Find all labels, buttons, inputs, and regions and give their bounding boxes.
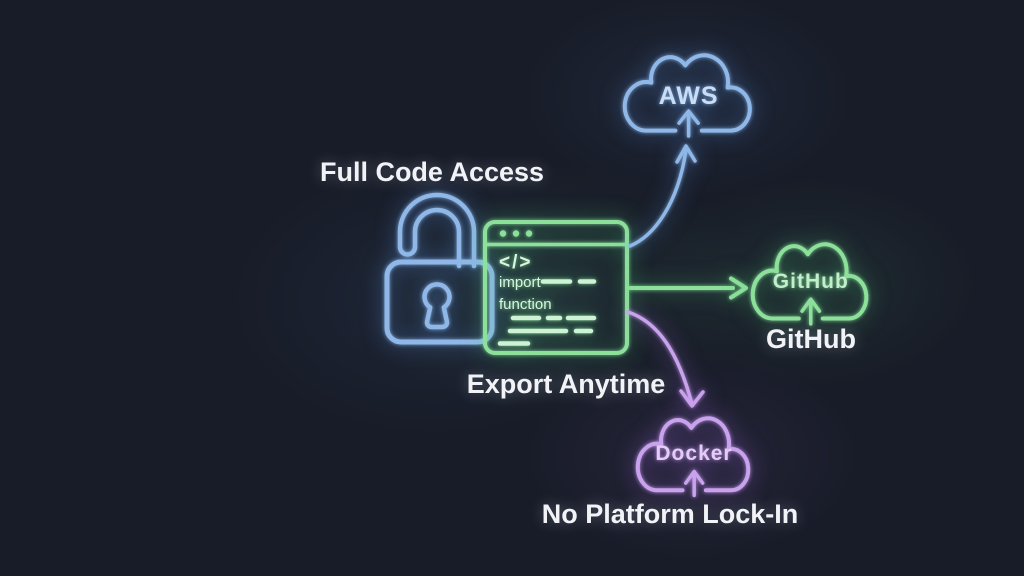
arrow-to-docker <box>626 310 705 408</box>
padlock-body <box>384 259 495 345</box>
docker-cloud-label: Docker <box>655 442 732 465</box>
github-label: GitHub <box>766 324 856 354</box>
export-anytime-label: Export Anytime <box>467 369 666 399</box>
docker-cloud-icon: Docker <box>638 418 748 495</box>
code-line-function: function <box>499 296 552 313</box>
code-window: </> import function <box>483 220 629 355</box>
padlock-icon <box>384 192 495 345</box>
github-cloud-icon: GitHub <box>753 244 867 324</box>
arrow-to-aws <box>628 144 697 248</box>
arrowhead-right-icon <box>729 276 748 300</box>
code-window-frame <box>483 220 629 355</box>
code-tag-icon: </> <box>499 252 532 273</box>
arrow-to-github <box>628 276 748 300</box>
aws-cloud-label: AWS <box>659 82 719 110</box>
github-cloud-label: GitHub <box>773 270 849 293</box>
full-code-access-label: Full Code Access <box>320 157 544 187</box>
no-platform-lockin-label: No Platform Lock-In <box>542 499 799 529</box>
window-dots-icon <box>499 230 533 237</box>
arrowhead-up-icon <box>675 144 697 164</box>
arrowhead-down-icon <box>679 389 705 408</box>
padlock-shackle <box>397 192 477 269</box>
code-line-import: import <box>499 274 542 291</box>
aws-cloud-icon: AWS <box>625 55 750 136</box>
keyhole-icon <box>422 282 452 330</box>
